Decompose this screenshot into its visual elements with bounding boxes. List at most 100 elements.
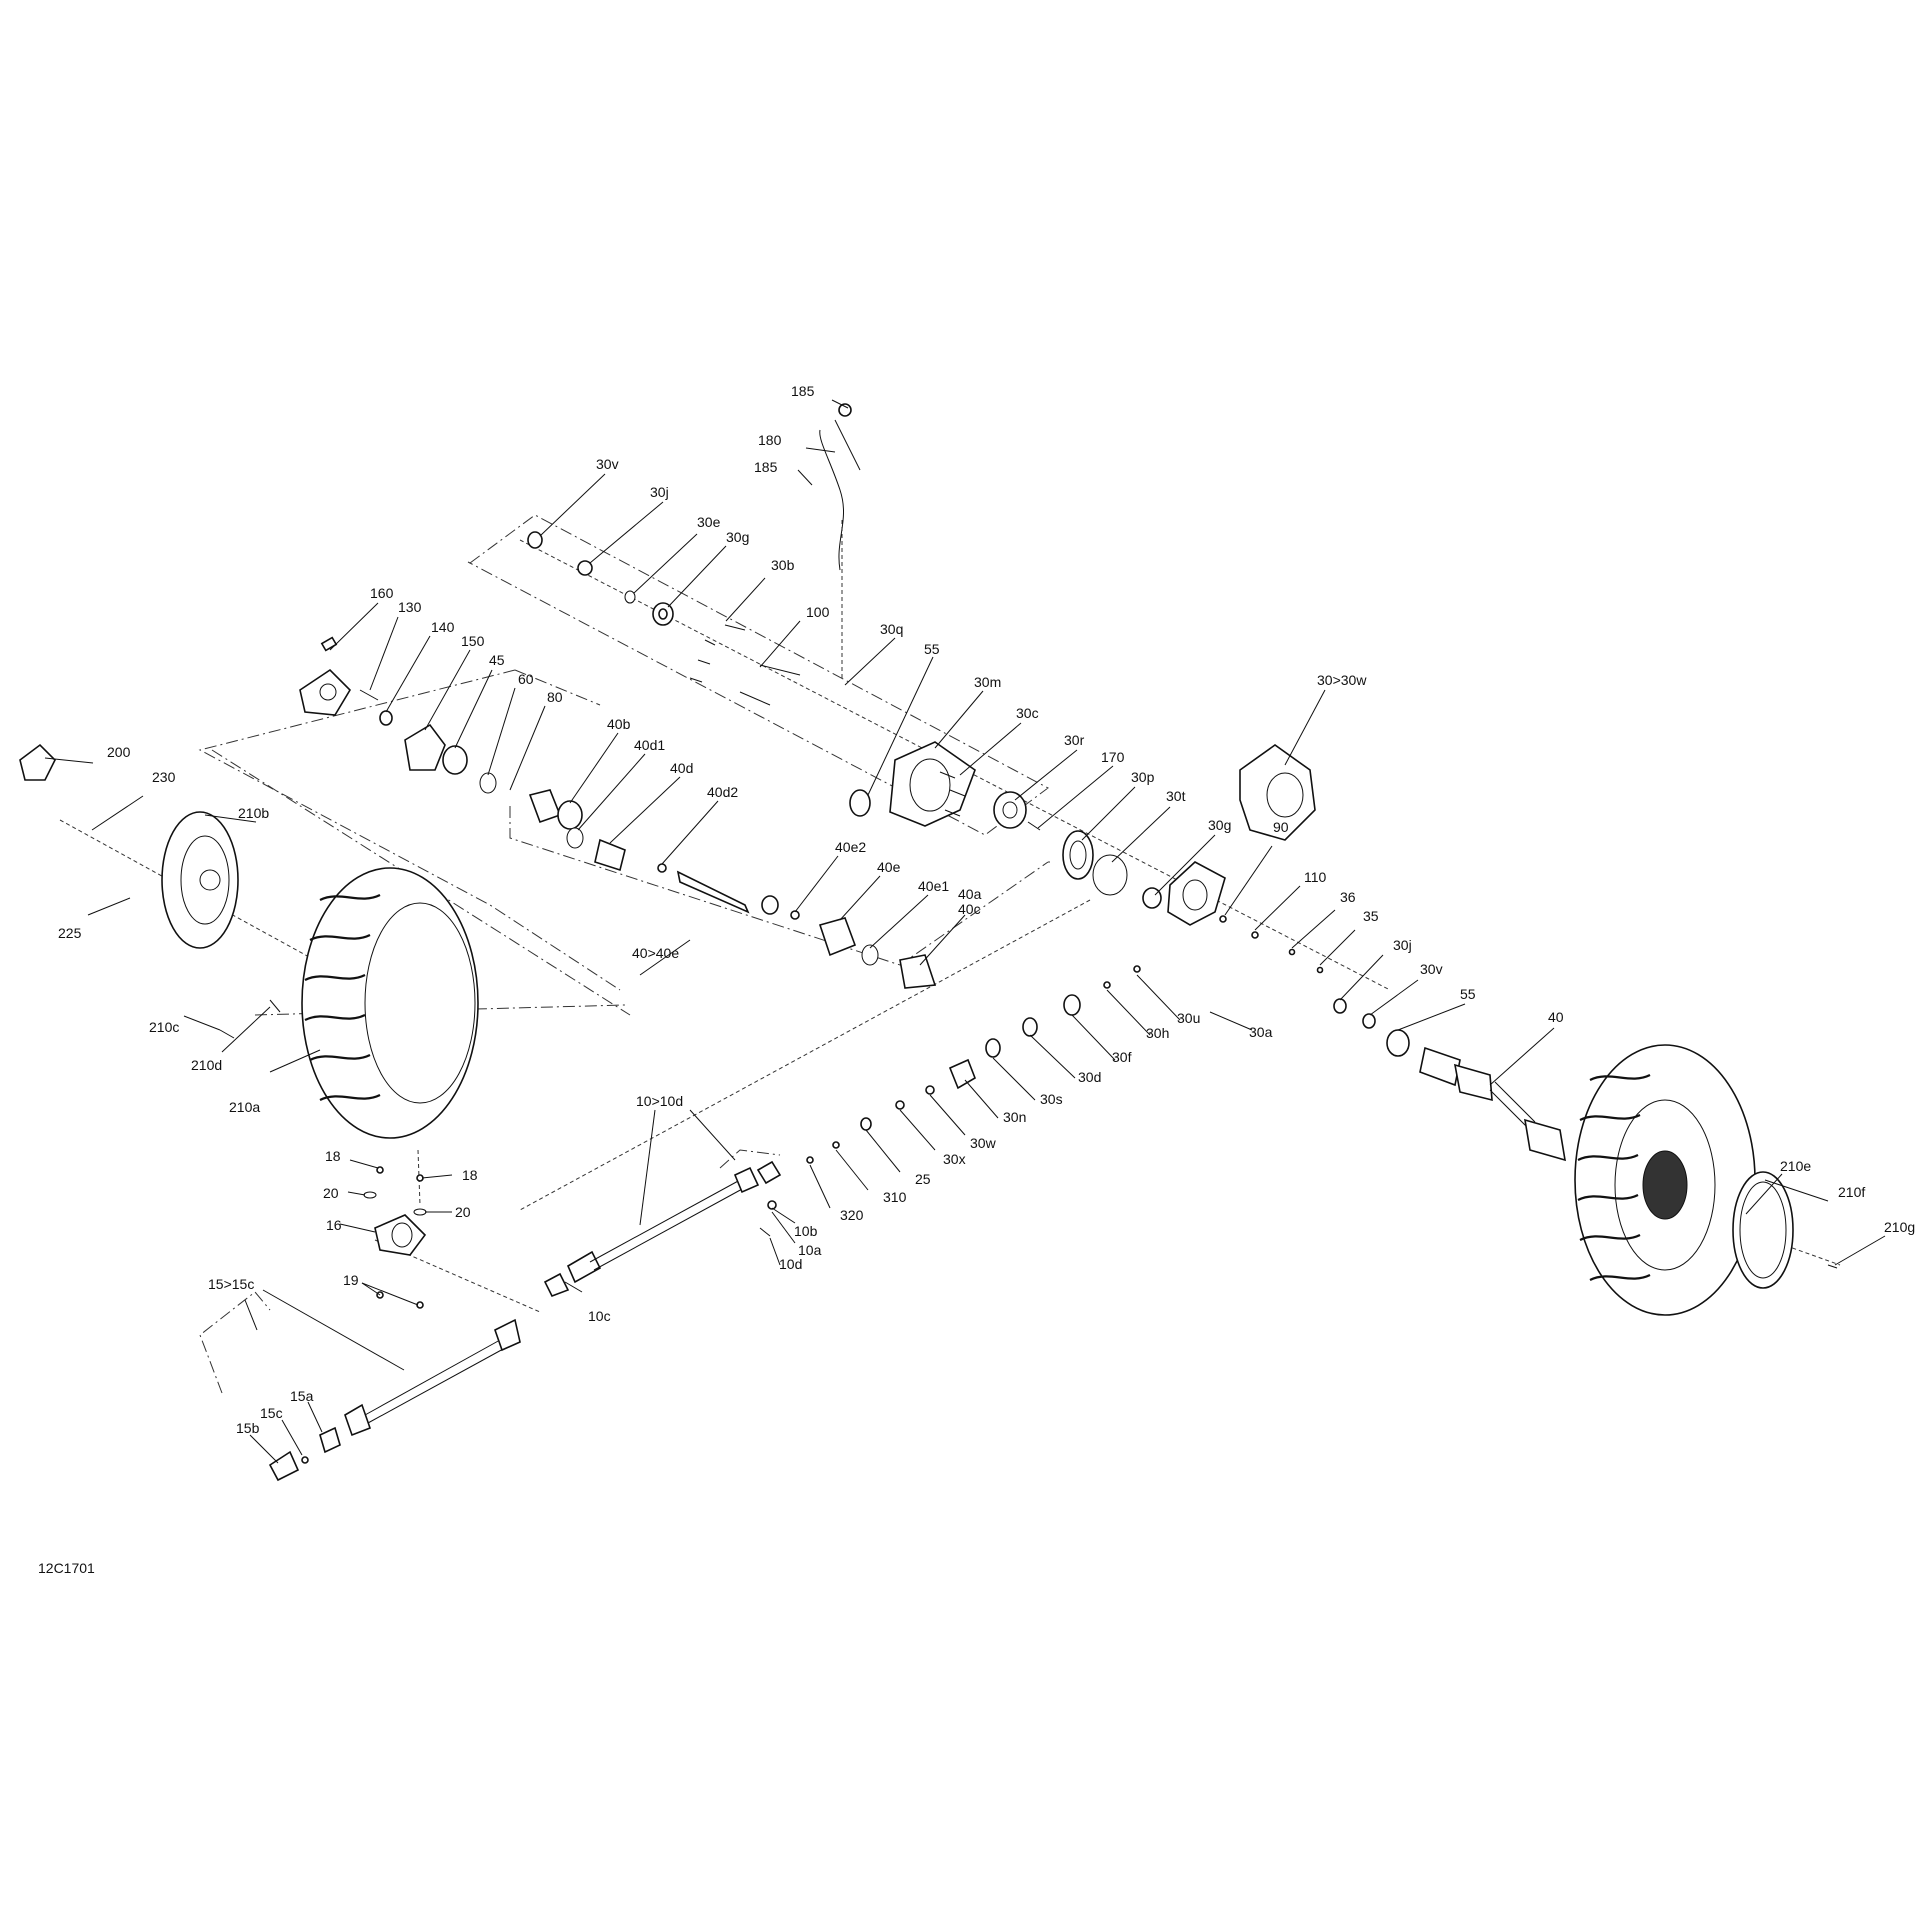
seal-55-top bbox=[849, 789, 871, 817]
bearing-30f bbox=[1063, 994, 1081, 1016]
parts bbox=[19, 403, 1838, 1482]
callout-55-top: 55 bbox=[924, 641, 940, 657]
callout-30g-right: 30g bbox=[1208, 817, 1231, 833]
ring-30e bbox=[624, 590, 636, 604]
callout-10-10d: 10>10d bbox=[636, 1093, 683, 1109]
rim-210b bbox=[161, 811, 239, 949]
callout-40e1: 40e1 bbox=[918, 878, 949, 894]
driveshaft-kit-outline bbox=[719, 1149, 781, 1169]
callout-210b: 210b bbox=[238, 805, 269, 821]
boot-40e bbox=[818, 917, 857, 957]
callout-55-right: 55 bbox=[1460, 986, 1476, 1002]
callout-30e: 30e bbox=[697, 514, 721, 530]
seal-30s bbox=[985, 1038, 1001, 1058]
callout-45: 45 bbox=[489, 652, 505, 668]
yoke-15b bbox=[268, 1450, 300, 1482]
callout-185a: 185 bbox=[791, 383, 815, 399]
callout-30c: 30c bbox=[1016, 705, 1039, 721]
cross-15a bbox=[319, 1426, 341, 1454]
callout-35: 35 bbox=[1363, 908, 1379, 924]
callout-225: 225 bbox=[58, 925, 82, 941]
propeller-shaft-15 bbox=[344, 1318, 521, 1437]
clamp-40d1 bbox=[566, 827, 584, 849]
callout-30p: 30p bbox=[1131, 769, 1155, 785]
callout-30x: 30x bbox=[943, 1151, 966, 1167]
callout-18a: 18 bbox=[325, 1148, 341, 1164]
callout-15b: 15b bbox=[236, 1420, 260, 1436]
nut-310 bbox=[832, 1141, 840, 1149]
callout-30a: 30a bbox=[1249, 1024, 1273, 1040]
callout-110: 110 bbox=[1304, 869, 1327, 885]
callout-60: 60 bbox=[518, 671, 534, 687]
bearing-30j bbox=[577, 560, 593, 576]
callout-40-40e: 40>40e bbox=[632, 945, 679, 961]
cross-10a bbox=[767, 1200, 777, 1210]
clamp-40e2 bbox=[790, 910, 800, 920]
yoke-kit-outline bbox=[199, 1291, 271, 1394]
washer-20a bbox=[363, 1191, 377, 1199]
callout-210c: 210c bbox=[149, 1019, 179, 1035]
bolt-210g bbox=[1827, 1264, 1838, 1269]
callout-230: 230 bbox=[152, 769, 176, 785]
washer-25 bbox=[860, 1117, 872, 1131]
yoke-10c bbox=[566, 1250, 602, 1284]
callout-40e: 40e bbox=[877, 859, 901, 875]
ring-320 bbox=[806, 1156, 814, 1164]
bearing-45 bbox=[442, 745, 468, 775]
callout-30d: 30d bbox=[1078, 1069, 1101, 1085]
callout-30j-top: 30j bbox=[650, 484, 669, 500]
callout-40c: 40c bbox=[958, 901, 981, 917]
washer-140 bbox=[379, 710, 393, 726]
callout-140: 140 bbox=[431, 619, 455, 635]
callout-30b: 30b bbox=[771, 557, 795, 573]
cv-joint-40b bbox=[557, 800, 583, 830]
bolt-130 bbox=[359, 689, 379, 701]
washer-36 bbox=[1288, 948, 1296, 956]
callout-130: 130 bbox=[398, 599, 422, 615]
callout-20b: 20 bbox=[455, 1204, 471, 1220]
bead-ring-210f bbox=[1732, 1171, 1794, 1289]
callout-36: 36 bbox=[1340, 889, 1356, 905]
callout-10a: 10a bbox=[798, 1242, 822, 1258]
o-ring-30t bbox=[1092, 854, 1128, 896]
callout-30m: 30m bbox=[974, 674, 1001, 690]
callout-30f: 30f bbox=[1112, 1049, 1132, 1065]
joint-40c bbox=[899, 954, 937, 989]
callout-310: 310 bbox=[883, 1189, 907, 1205]
callout-30v-top: 30v bbox=[596, 456, 619, 472]
callout-10c: 10c bbox=[588, 1308, 611, 1324]
boot-40d bbox=[594, 838, 626, 872]
callout-40b: 40b bbox=[607, 716, 631, 732]
driveshaft-10 bbox=[543, 1160, 782, 1298]
bolt-18a bbox=[376, 1166, 384, 1174]
callout-10b: 10b bbox=[794, 1223, 818, 1239]
shim-30h bbox=[1103, 981, 1111, 989]
tire-right bbox=[1574, 1044, 1756, 1316]
callout-15c: 15c bbox=[260, 1405, 283, 1421]
half-shaft-40-40e bbox=[528, 789, 937, 989]
callout-labels: 185 180 185 30v 30j 30e 30g 30b 100 30q … bbox=[38, 383, 1915, 1576]
callout-40d: 40d bbox=[670, 760, 693, 776]
clip-15c bbox=[301, 1456, 309, 1464]
leader-lines bbox=[44, 399, 1886, 1464]
clamp-40d2 bbox=[657, 863, 667, 873]
figure-code: 12C1701 bbox=[38, 1560, 95, 1576]
callout-200: 200 bbox=[107, 744, 131, 760]
callout-210f: 210f bbox=[1838, 1184, 1865, 1200]
callout-210g: 210g bbox=[1884, 1219, 1915, 1235]
bolts-30c bbox=[939, 771, 966, 817]
callout-30t: 30t bbox=[1166, 788, 1186, 804]
callout-10d: 10d bbox=[779, 1256, 802, 1272]
callout-40a: 40a bbox=[958, 886, 982, 902]
callout-30w: 30w bbox=[970, 1135, 997, 1151]
callout-30v-right: 30v bbox=[1420, 961, 1443, 977]
vent-hose bbox=[819, 429, 844, 571]
callout-30n: 30n bbox=[1003, 1109, 1026, 1125]
callout-30g-top: 30g bbox=[726, 529, 749, 545]
callout-15a: 15a bbox=[290, 1388, 314, 1404]
callout-100: 100 bbox=[806, 604, 830, 620]
callout-30q: 30q bbox=[880, 621, 903, 637]
hub-carrier-left bbox=[299, 636, 352, 716]
bearing-30j-right bbox=[1333, 998, 1347, 1014]
yoke-10b bbox=[756, 1160, 782, 1185]
